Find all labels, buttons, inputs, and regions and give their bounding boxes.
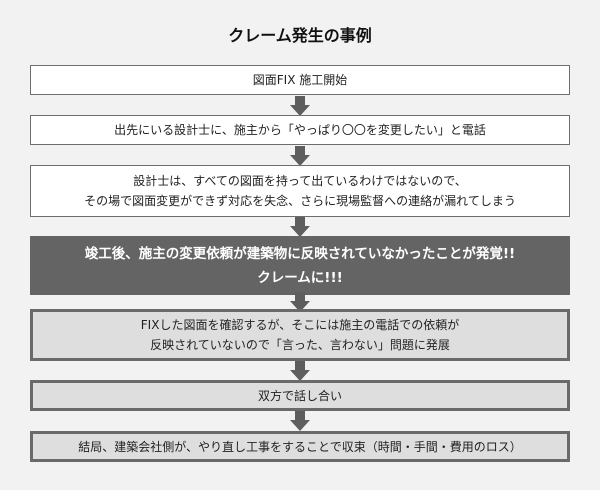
step-fix-start: 図面FIX 施工開始	[30, 65, 570, 95]
step-text-line-1: 設計士は、すべての図面を持って出ているわけではないので、	[133, 174, 467, 188]
step-client-call: 出先にいる設計士に、施主から「やっぱり〇〇を変更したい」と電話	[30, 115, 570, 145]
arrow-down-icon	[290, 217, 310, 237]
step-resolution: 結局、建築会社側が、やり直し工事をすることで収束（時間・手間・費用のロス）	[30, 431, 570, 462]
step-text-line-2: 反映されていないので「言った、言わない」問題に発展	[150, 338, 450, 352]
step-text: 双方で話し合い	[257, 388, 342, 403]
step-claim-discovered: 竣工後、施主の変更依頼が建築物に反映されていなかったことが発覚!! クレームに!…	[30, 236, 570, 295]
step-text-line-2: クレームに!!!	[257, 269, 343, 286]
step-text-line-1: 竣工後、施主の変更依頼が建築物に反映されていなかったことが発覚!!	[84, 245, 516, 262]
step-text-line-2: その場で図面変更ができず対応を失念、さらに現場監督への連絡が漏れてしまう	[84, 194, 516, 208]
step-text-line-1: FIXした図面を確認するが、そこには施主の電話での依頼が	[140, 318, 460, 332]
step-designer-forgets: 設計士は、すべての図面を持って出ているわけではないので、 その場で図面変更ができ…	[30, 165, 570, 217]
arrow-down-icon	[290, 292, 310, 312]
arrow-down-icon	[290, 411, 310, 431]
step-discussion: 双方で話し合い	[30, 380, 570, 411]
arrow-down-icon	[290, 146, 310, 166]
step-said-not-said: FIXした図面を確認するが、そこには施主の電話での依頼が 反映されていないので「…	[30, 309, 570, 361]
diagram-title: クレーム発生の事例	[228, 26, 372, 45]
step-text: 結局、建築会社側が、やり直し工事をすることで収束（時間・手間・費用のロス）	[78, 439, 522, 454]
step-text: 出先にいる設計士に、施主から「やっぱり〇〇を変更したい」と電話	[114, 123, 486, 137]
arrow-down-icon	[290, 361, 310, 381]
step-text: 図面FIX 施工開始	[252, 73, 348, 87]
arrow-down-icon	[290, 96, 310, 116]
